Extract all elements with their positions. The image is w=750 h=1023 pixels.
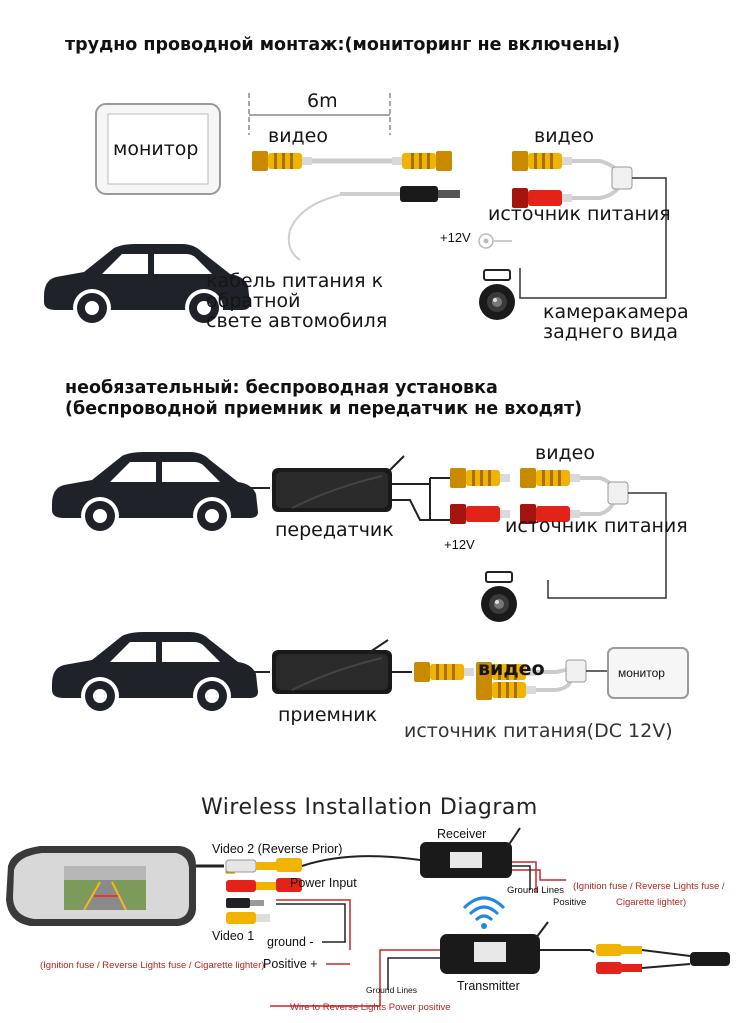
plus12v-label: +12V — [440, 230, 471, 245]
section-wireless-en — [6, 827, 730, 1007]
section-wireless-ru — [52, 452, 689, 715]
car-cable-line2: обратной — [206, 290, 301, 312]
ground-lines-tx-label: Ground Lines — [366, 985, 418, 995]
ground-lines-rx-label: Ground Lines — [507, 885, 565, 896]
positive-rx-label: Positive — [553, 897, 587, 908]
receiver-label-en: Receiver — [437, 827, 487, 841]
video2-label: Video 2 (Reverse Prior) — [212, 842, 343, 856]
section3-title: Wireless Installation Diagram — [201, 795, 538, 820]
camera-label-line1: камеракамера — [543, 301, 689, 323]
car-cable-line3: свете автомобиля — [206, 310, 388, 332]
section2-title-line2: (беспроводной приемник и передатчик не в… — [65, 399, 583, 419]
section-wired — [44, 93, 667, 327]
video1-label: Video 1 — [212, 929, 255, 943]
video-label-left: видео — [268, 125, 328, 147]
positive-label: Positive + — [263, 957, 318, 971]
monitor-label-small: монитор — [618, 666, 665, 680]
wifi-icon — [462, 896, 506, 929]
wire-note-label: Wire to Reverse Lights Power positive — [290, 1002, 451, 1013]
monitor-box-small — [607, 647, 689, 699]
fuse-rx-line1: (Ignition fuse / Reverse Lights fuse / — [573, 881, 725, 892]
section1-title: трудно проводной монтаж:(мониторинг не в… — [65, 35, 621, 55]
power-source-label: источник питания — [488, 203, 671, 225]
fuse-rx-line2: Cigarette lighter) — [616, 897, 687, 908]
monitor-label: монитор — [113, 138, 199, 160]
power-input-label: Power Input — [290, 876, 357, 890]
car-cable-line1: кабель питания к — [206, 270, 384, 292]
transmitter-label: передатчик — [275, 519, 394, 541]
fuse-left-label: (Ignition fuse / Reverse Lights fuse / C… — [40, 960, 265, 971]
video-label-rx: видео — [478, 658, 545, 680]
video-label-tx: видео — [535, 442, 595, 464]
receiver-label: приемник — [278, 704, 378, 726]
video-label-right: видео — [534, 125, 594, 147]
plus12v-label-tx: +12V — [444, 537, 475, 552]
ground-label: ground - — [267, 935, 314, 949]
camera-label-line2: заднего вида — [543, 321, 678, 343]
power-source-dc-label: источник питания(DC 12V) — [404, 720, 673, 742]
power-source-label-tx: источник питания — [505, 515, 688, 537]
section2-title-line1: необязательный: беспроводная установка — [65, 378, 498, 398]
distance-label: 6m — [307, 90, 338, 112]
transmitter-label-en: Transmitter — [457, 979, 520, 993]
